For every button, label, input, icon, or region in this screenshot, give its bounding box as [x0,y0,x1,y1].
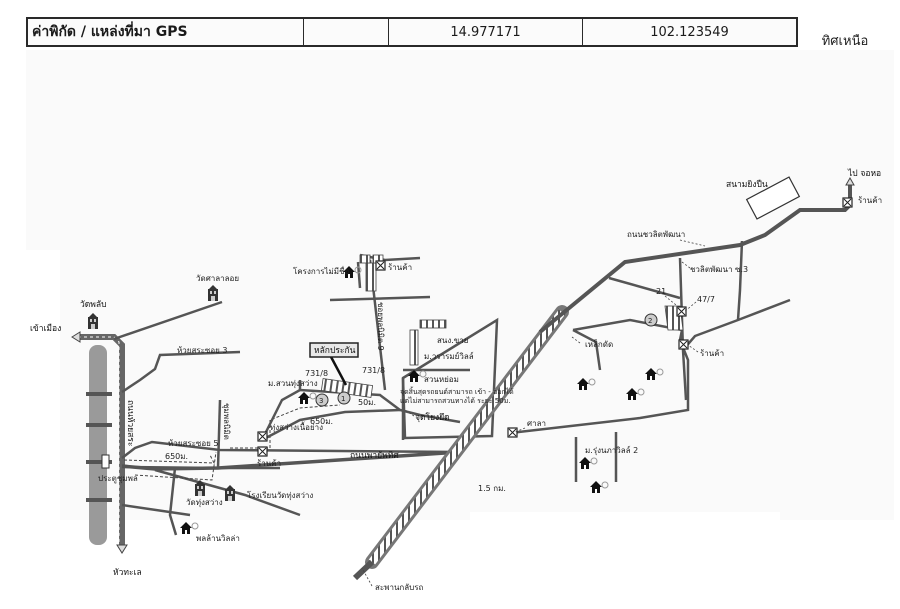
marker-2 [644,313,658,327]
label-dist-50: 50ม. [358,398,376,407]
label-no-21: 21 [656,287,666,296]
gps-latitude: 14.977171 [389,19,583,45]
gps-label: ค่าพิกัด / แหล่งที่มา GPS [28,19,304,45]
shop-icon [375,260,386,271]
label-huai-soi3: ห้วยสระซอย 3 [177,346,227,355]
railway [368,309,566,565]
label-mor-waram: ม.วรารมย์วิลล์ [424,351,474,361]
label-phon-villa: พลล้านวิลล่า [196,534,240,543]
label-school: โรงเรียนวัดทุ่งสว่าง [247,490,313,500]
label-shop: ร้านค้า [858,196,882,205]
label-road-chomphon: ชุมพลนิมิต [222,403,231,440]
label-shooting-range: สนามยิงปืน [726,179,768,190]
label-sanong-khai: สนง.ขาย [437,336,468,345]
shop-icon [676,306,687,317]
label-note-1: จุดสิ้นสุดรถยนต์สามารถ เข้า - ออกได้ [400,385,514,396]
marker-2-label: 2 [648,317,652,325]
to-city-arrow-icon [71,331,81,343]
shop-icon [507,427,518,438]
lak-prakan-box [309,342,359,358]
label-dist-650-mid: 650ม. [310,417,333,426]
gps-source [304,19,389,45]
label-no-47-7: 47/7 [697,295,715,304]
label-road-huaysa: ถนนห้วยสระ [125,400,136,446]
label-shop: ร้านค้า [388,263,412,272]
north-label: ทิศเหนือ [821,34,869,49]
label-wat-phlap: วัดพลับ [80,300,107,310]
label-wat-thung-sawang: วัดทุ่งสว่าง [186,498,223,507]
marker-3-label: 3 [319,397,323,405]
shop-icon [678,339,689,350]
label-thung-sawang-shop: ทุ่งสว่างเนื้อย่าง [270,421,323,432]
label-wat-sala-loi: วัดศาลาลอย [196,274,239,283]
label-suan-yom: สวนหย่อม [424,375,459,384]
label-soi-chawalit3: ชวลิตพัฒนา ซ.3 [690,265,748,274]
label-overpass: สะพานกลับรถ [375,583,424,592]
label-dist-1-5km: 1.5 กม. [478,484,506,493]
label-mor-suan-thung: ม.สวนทุ่งสว่าง [268,379,318,388]
label-to-hua-thale: หัวทะเล [113,568,142,578]
label-no-731-8b: 731/8 [362,366,385,375]
label-road-chawalit: ถนนชวลิตพัฒนา [627,230,685,239]
label-no-731-8a: 731/8 [305,369,328,378]
label-project-no-name: โครงการไม่มีชื่อ [293,265,349,276]
label-to-city: เข้าเมือง [30,323,61,334]
gps-coordinate-table: ค่าพิกัด / แหล่งที่มา GPS 14.977171 102.… [26,17,798,47]
shop-icon [257,431,268,442]
house-icon [179,521,199,535]
reservoir-strip [89,345,107,545]
label-sala: ศาลา [527,419,546,428]
marker-1-label: 1 [341,395,345,403]
label-to-chor-hor: ไป จอหอ [847,168,881,179]
label-note-2: แต่ไม่สามารถสวนทางได้ ระยะ 50ม. [400,396,511,405]
gate-marker [101,454,110,469]
label-jud-yot: จุดโยงยึด [415,412,450,423]
shooting-range-box [745,176,801,220]
label-huai-soi5: ห้วยสระซอย 5 [168,439,218,448]
gps-longitude: 102.123549 [650,24,729,40]
label-lek-dat: เหล็กดัด [585,339,613,349]
label-dist-650-left: 650ม. [165,452,188,461]
to-hua-thale-arrow-icon [116,544,128,554]
shop-icon [842,197,853,208]
shop-icon [257,446,268,457]
marker-1 [337,391,351,405]
label-gate: ประตูชุมพล [98,474,138,484]
label-lak-prakan: หลักประกัน [314,346,356,356]
label-shop: ร้านค้า [257,459,281,468]
label-soi-chomphon: ชอยพลนิมิต 9 [376,302,385,351]
label-road-pha-yap: ถนนพายัพทิศ [350,451,399,461]
to-chor-hor-arrow-icon [845,176,855,186]
label-shop: ร้านค้า [700,349,724,358]
label-mor-rungnapa: ม.รุ่งนภาวิลล์ 2 [585,445,638,455]
marker-3 [315,393,329,407]
road-pha-yap [121,450,461,471]
